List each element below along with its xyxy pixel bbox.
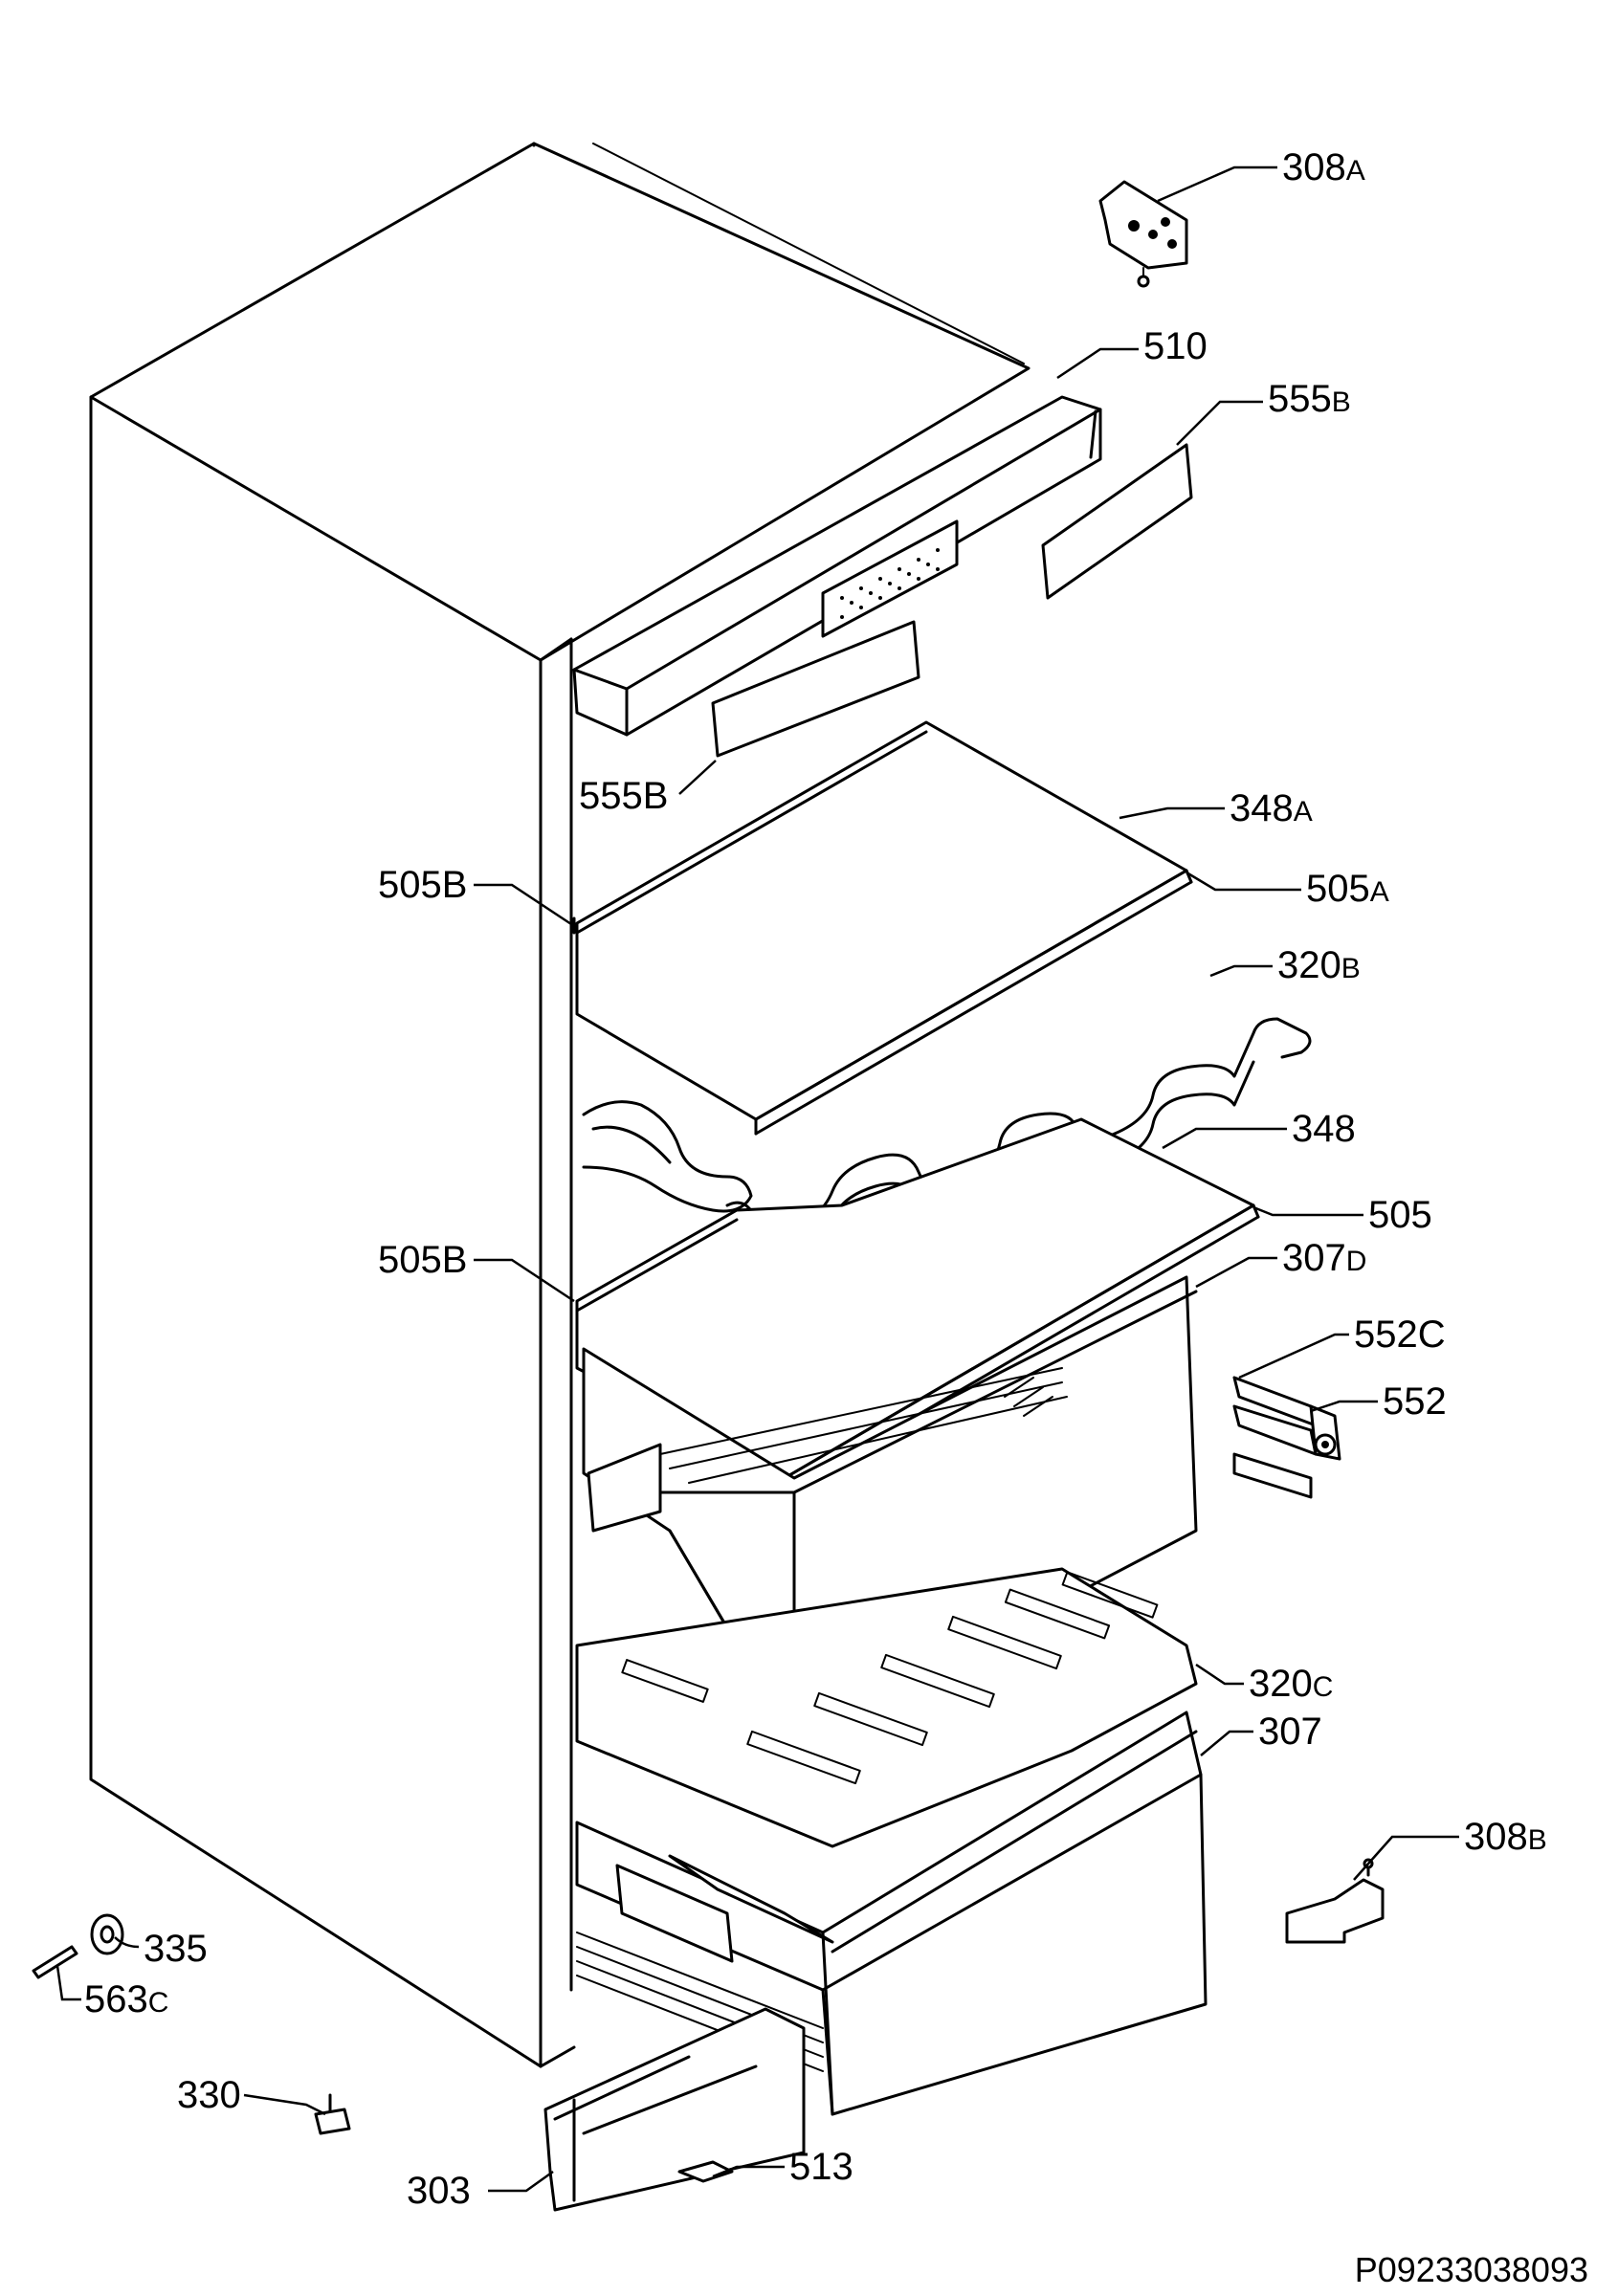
- cabinet-body: [89, 142, 1031, 2068]
- callout-308b-label: 308B: [1464, 1816, 1547, 1858]
- callout-555b-left-label: 555B: [579, 775, 668, 817]
- lower-shelf-part: [575, 1567, 1198, 1848]
- foot-part: [314, 2093, 351, 2135]
- upper-glass-shelf-part: [572, 720, 1193, 1136]
- callout-510-label: 510: [1143, 325, 1208, 367]
- label-strip-left-part: [711, 620, 920, 758]
- callout-563c-label: 563C: [84, 1978, 168, 2020]
- callout-348a-label: 348A: [1230, 787, 1313, 829]
- callout-320c-label: 320C: [1249, 1663, 1333, 1705]
- callout-330-label: 330: [177, 2074, 241, 2116]
- callout-308a-label: 308A: [1282, 146, 1365, 188]
- callout-505b-upper-label: 505B: [378, 864, 467, 906]
- callout-335-label: 335: [144, 1928, 208, 1970]
- callout-307d-label: 307D: [1282, 1237, 1366, 1279]
- kickplate-part: [543, 2007, 806, 2212]
- callout-513-label: 513: [789, 2146, 853, 2188]
- hinge-bottom-part: [1285, 1858, 1385, 1944]
- callout-552-label: 552: [1383, 1380, 1447, 1423]
- callout-505a-label: 505A: [1306, 868, 1389, 910]
- top-hinge-part: [1098, 180, 1188, 288]
- callout-348-label: 348: [1292, 1108, 1356, 1150]
- spacer-part: [90, 1913, 124, 1955]
- pin-part: [32, 1945, 78, 1979]
- callout-555b-right-label: 555B: [1268, 378, 1351, 420]
- control-panel-part: [572, 395, 1102, 737]
- callout-320b-label: 320B: [1277, 944, 1361, 986]
- callout-505-label: 505: [1368, 1194, 1432, 1236]
- callout-552c-label: 552C: [1354, 1314, 1446, 1356]
- leader-lines: [55, 166, 1459, 2193]
- reference-code: P09233038093: [1355, 2250, 1588, 2289]
- drawer-rail-part: [1232, 1376, 1341, 1499]
- callout-307-label: 307: [1258, 1711, 1322, 1753]
- callout-505b-lower-label: 505B: [378, 1239, 467, 1281]
- label-strip-right-part: [1041, 443, 1193, 600]
- clip-part: [677, 2160, 734, 2183]
- callout-303-label: 303: [407, 2170, 471, 2212]
